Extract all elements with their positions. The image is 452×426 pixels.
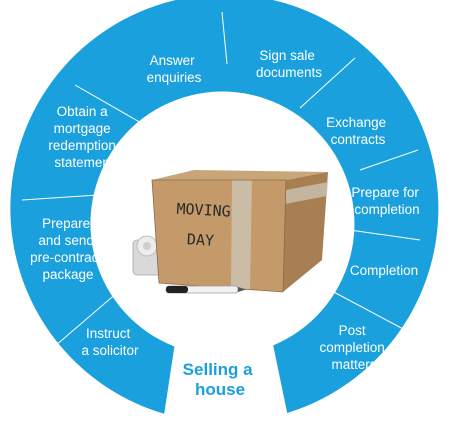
step-label-8: Completion: [350, 263, 418, 278]
separator-line: [54, 291, 119, 347]
step-label-1: Instruct a solicitor: [81, 326, 139, 358]
separator-line: [221, 11, 228, 65]
step-label-9: Post completion matters: [319, 323, 388, 372]
separator-line: [299, 57, 356, 109]
separator-line: [349, 229, 421, 241]
ring-shape: [10, 0, 439, 414]
segment-separators: [21, 11, 421, 347]
separator-line: [21, 194, 99, 201]
step-label-6: Exchange contracts: [326, 115, 390, 147]
step-labels: Instruct a solicitor Prepare and send pr…: [30, 48, 422, 372]
separator-line: [359, 149, 419, 171]
step-label-7: Prepare for completion: [351, 185, 422, 217]
step-label-2: Prepare and send pre-contract package: [30, 216, 106, 282]
center-title: Selling a house: [183, 360, 258, 399]
step-label-3: Obtain a mortgage redemption statement: [48, 104, 119, 170]
separator-line: [74, 84, 151, 129]
separator-line: [329, 289, 406, 331]
box-handwriting: MOVING DAY: [174, 200, 240, 251]
step-label-5: Sign sale documents: [256, 48, 322, 80]
step-label-4: Answer enquiries: [147, 53, 202, 85]
tape-dispenser-icon: [132, 235, 162, 276]
moving-box-illustration: MOVING DAY: [151, 170, 328, 293]
marker-pen-icon: [165, 285, 246, 294]
